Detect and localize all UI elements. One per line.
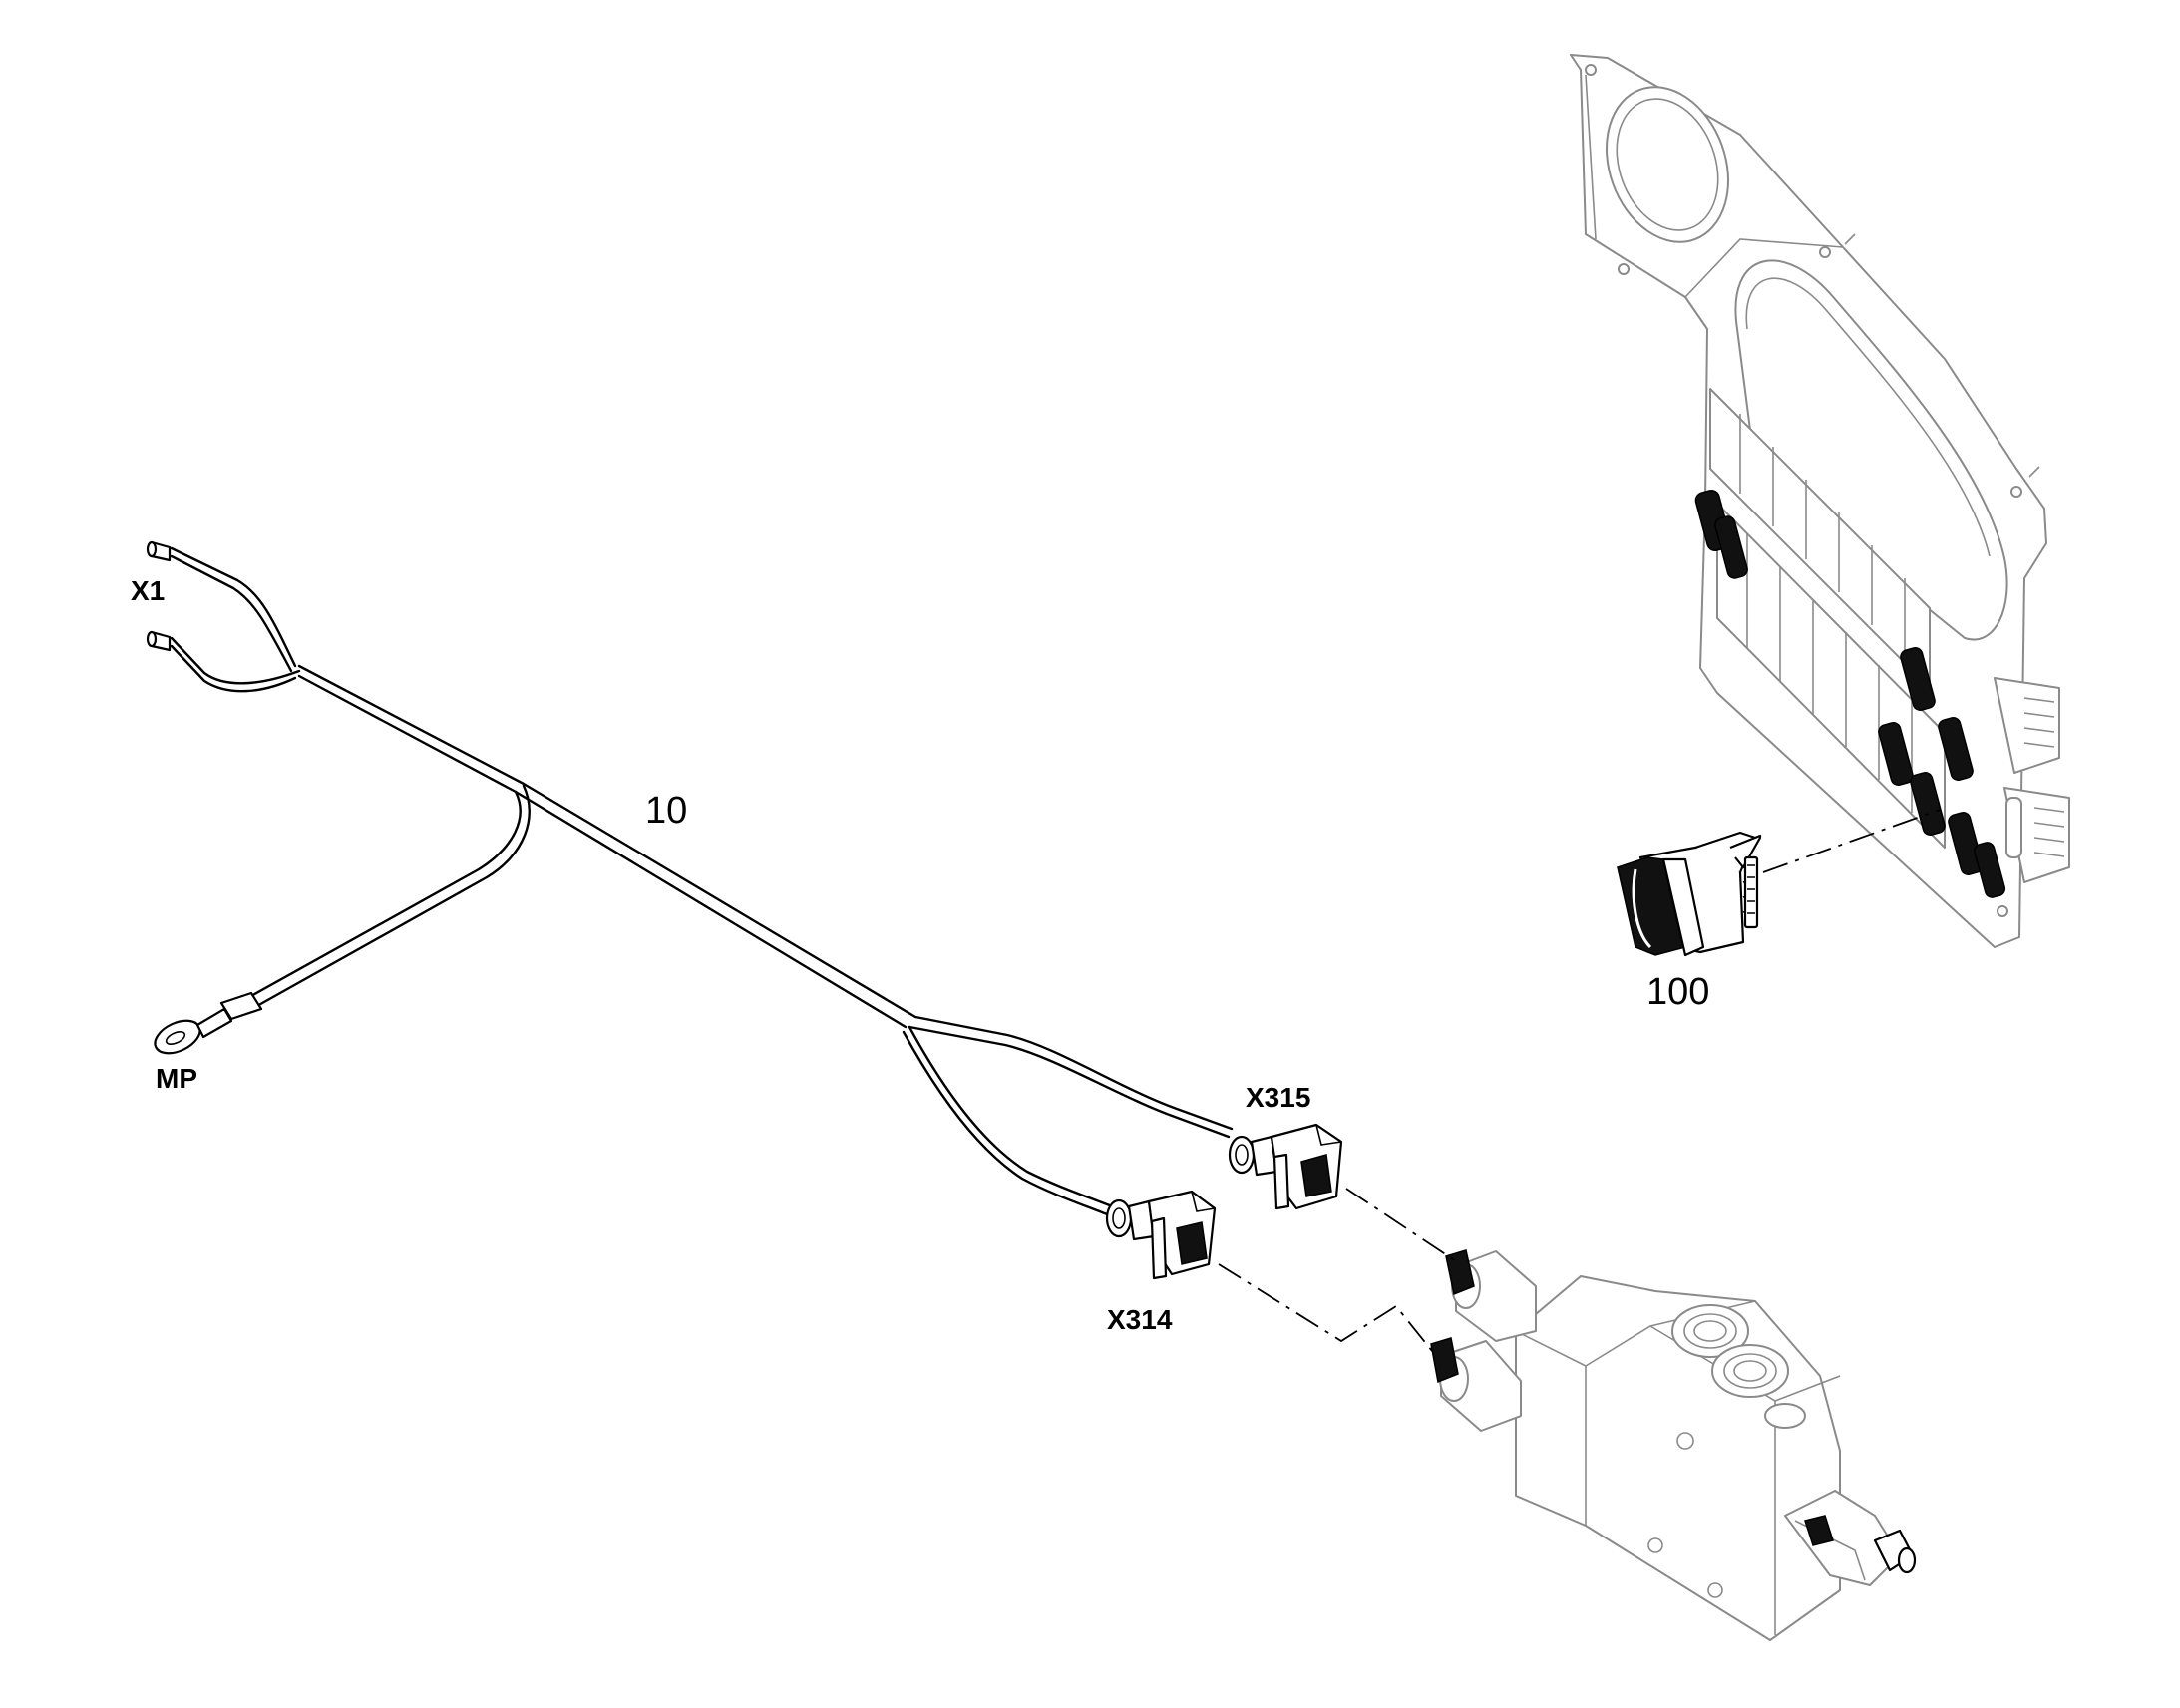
dashboard-panel xyxy=(1570,54,2070,948)
x1-wire-ends xyxy=(146,540,172,652)
leader-lines xyxy=(1218,809,1941,1357)
connector-x314 xyxy=(1105,1190,1217,1280)
valve-block xyxy=(1430,1249,1917,1641)
label-x1: X1 xyxy=(131,575,165,606)
label-x315: X315 xyxy=(1246,1082,1310,1113)
switch-bank xyxy=(1694,388,2006,898)
label-switch-number: 100 xyxy=(1646,971,1709,1013)
label-mp: MP xyxy=(156,1063,197,1094)
rocker-switch xyxy=(1617,831,1762,957)
label-x314: X314 xyxy=(1107,1304,1173,1335)
connector-x315 xyxy=(1228,1123,1343,1210)
label-harness-number: 10 xyxy=(645,790,687,832)
ring-terminal xyxy=(154,991,263,1055)
wiring-harness xyxy=(170,546,1234,1216)
